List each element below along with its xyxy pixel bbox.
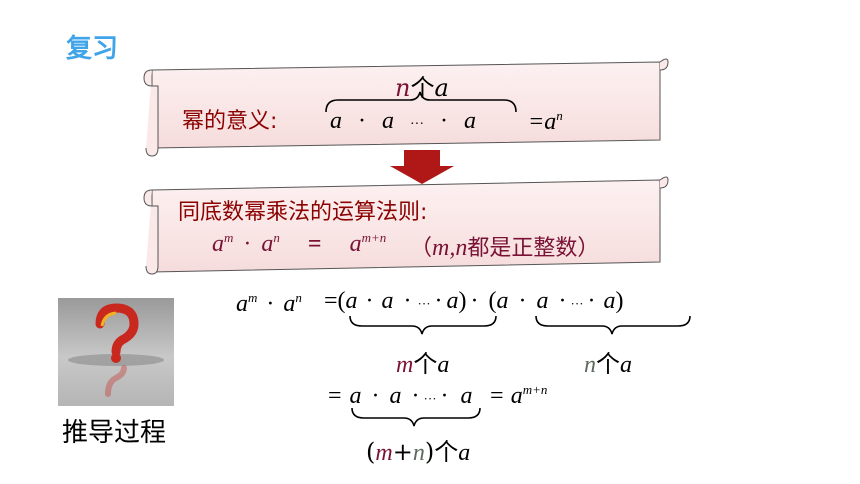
deriv-line1: =(a·a·····a)· (a·a·····a): [324, 288, 624, 314]
var-n: n: [395, 74, 411, 102]
deriv-line2: =a·a·····a = am+n: [328, 382, 548, 409]
brace-under-n: [535, 315, 691, 335]
label-mn-a: (m+n)个a: [366, 438, 471, 466]
scroll-box-1: [143, 58, 669, 157]
var-a: a: [434, 74, 449, 102]
rule-condition: （m,n都是正整数）: [410, 235, 600, 261]
brace-label-n-a: n个a: [395, 68, 449, 103]
deriv-lhs: am · an: [236, 290, 302, 317]
brace-under-m: [349, 315, 497, 335]
label-m-a: m个a: [396, 350, 450, 378]
label-n-a: n个a: [584, 350, 632, 378]
question-mark-icon: [58, 298, 174, 406]
rule-formula: am · an = am+n: [212, 230, 387, 257]
power-meaning-label: 幂的意义:: [182, 109, 278, 134]
down-arrow-icon: [390, 150, 454, 184]
page-title: 复习: [66, 34, 119, 64]
power-result: =an: [528, 108, 563, 135]
product-a-terms: a · a ··· · a: [330, 108, 476, 134]
ge-char: 个: [410, 74, 435, 102]
rule-heading: 同底数幂乘法的运算法则:: [178, 200, 428, 225]
derivation-caption: 推导过程: [62, 418, 167, 448]
scroll-box-2: [143, 176, 669, 275]
brace-under-mn: [351, 407, 481, 427]
brace-top: [325, 91, 517, 113]
